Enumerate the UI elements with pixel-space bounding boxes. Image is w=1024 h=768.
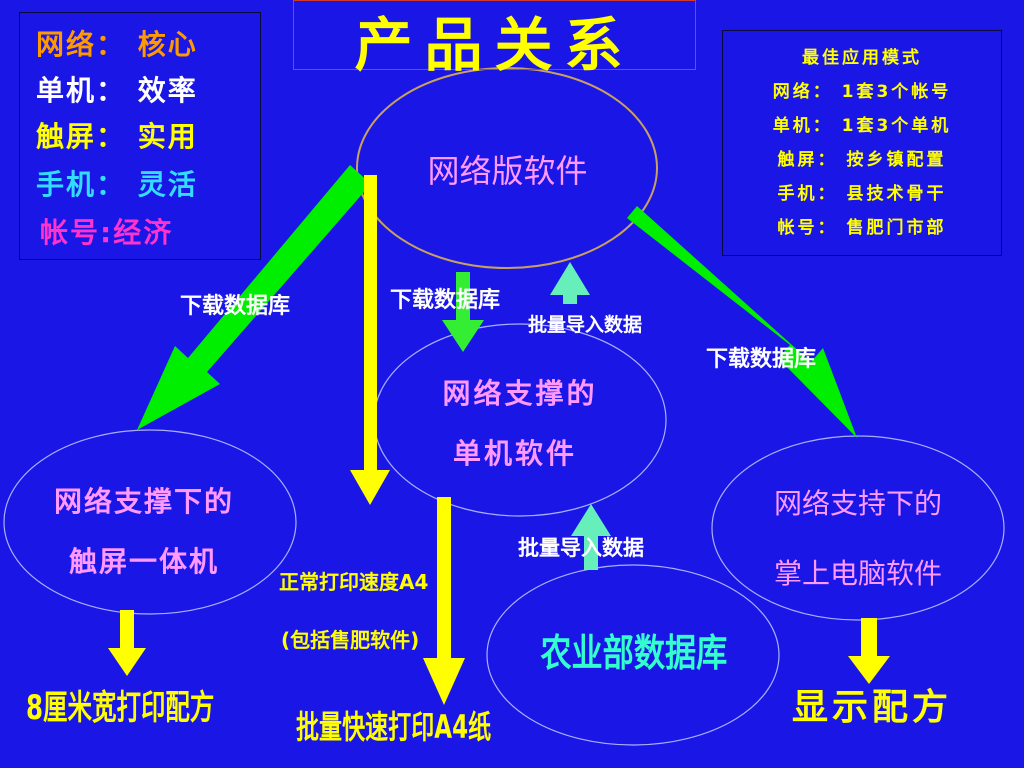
touchscreen-label-line1: 网络支撑下的 [53,485,234,518]
label-download-right: 下载数据库 [706,347,817,372]
standalone-node [373,323,667,517]
mode-standalone: 单机： 1套3个单机 [772,116,952,136]
label-fast-print: 批量快速打印A4纸 [296,708,492,746]
mode-touchscreen: 触屏： 按乡镇配置 [777,150,947,170]
title-frame [293,0,696,70]
handheld-label-line2: 掌上电脑软件 [773,557,942,590]
label-normal-print-2: (包括售肥软件) [281,628,420,652]
standalone-label-line1: 网络支撑的 [442,377,598,410]
legend-network: 网络： 核心 [36,28,198,61]
left-legend-box: 网络： 核心 单机： 效率 触屏： 实用 手机： 灵活 帐号:经济 [19,12,261,260]
label-8cm-print: 8厘米宽打印配方 [26,688,215,728]
arrow-normal-print [350,175,390,505]
label-download-left: 下载数据库 [180,294,291,319]
label-batch-import-top: 批量导入数据 [528,314,643,336]
arrow-fast-print [423,497,465,705]
legend-account: 帐号:经济 [40,216,174,249]
agri-db-label: 农业部数据库 [540,631,728,675]
page-title: 产品关系 [354,11,635,79]
mode-heading: 最佳应用模式 [802,48,922,68]
arrow-download-mid [442,272,484,352]
label-show-formula: 显示配方 [792,687,953,728]
standalone-label-line2: 单机软件 [452,437,577,470]
touchscreen-node [3,429,297,615]
legend-standalone: 单机： 效率 [36,74,198,107]
label-download-mid: 下载数据库 [390,288,501,313]
arrow-batch-import-top [550,262,590,304]
legend-mobile: 手机： 灵活 [36,168,198,201]
handheld-node [711,435,1005,621]
label-normal-print-1: 正常打印速度A4 [279,570,429,594]
handheld-label-line1: 网络支持下的 [773,487,942,520]
mode-mobile: 手机： 县技术骨干 [777,184,947,204]
mode-network: 网络： 1套3个帐号 [772,82,952,102]
label-batch-import-bottom: 批量导入数据 [518,536,644,560]
arrow-download-left [137,165,371,430]
mode-account: 帐号： 售肥门市部 [777,218,947,238]
legend-touchscreen: 触屏： 实用 [36,120,198,153]
touchscreen-label-line2: 触屏一体机 [68,545,219,578]
arrow-8cm-print [108,610,146,676]
network-software-node [356,67,658,269]
arrow-batch-import-bottom [571,504,611,570]
right-mode-box: 最佳应用模式 网络： 1套3个帐号 单机： 1套3个单机 触屏： 按乡镇配置 手… [722,30,1002,256]
agri-db-node [486,564,780,746]
arrow-show-formula [848,618,890,684]
network-software-label: 网络版软件 [427,152,588,190]
arrow-download-right [627,206,857,438]
